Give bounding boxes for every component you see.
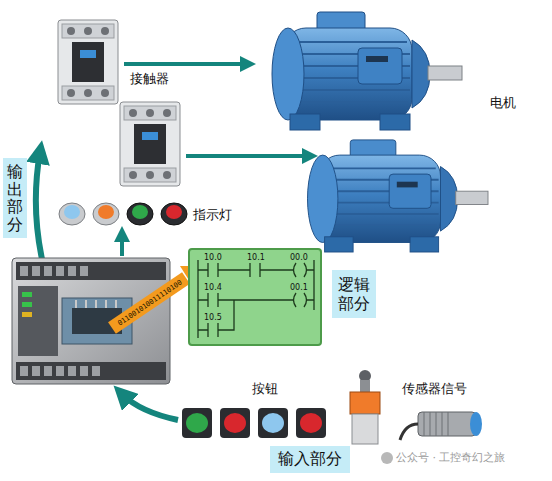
- contact-address: 10.5: [204, 313, 222, 323]
- ladder-diagram: [190, 250, 320, 344]
- section-label: 逻辑部分: [338, 275, 370, 313]
- section-label-box: 输出部分: [3, 158, 27, 238]
- contact-address: 10.4: [204, 283, 222, 293]
- contact-address: 00.0: [290, 253, 308, 263]
- part-name: 按钮: [252, 380, 278, 398]
- contact-address: 10.0: [204, 253, 222, 263]
- section-label: 输入部分: [278, 449, 342, 470]
- contact-address: 00.1: [290, 283, 308, 293]
- section-label: 输出部分: [7, 163, 23, 233]
- watermark: 公众号 · 工控奇幻之旅: [396, 450, 506, 465]
- contact-address: 10.1: [247, 253, 265, 263]
- section-label-box: 逻辑部分: [332, 270, 376, 318]
- ladder-panel: 10.0 10.1 00.0 10.4 00.1 10.5: [188, 248, 322, 346]
- part-name: 接触器: [130, 70, 169, 88]
- part-name: 电机: [490, 94, 516, 112]
- part-name: 传感器信号: [402, 380, 467, 398]
- section-label-box: 输入部分: [270, 446, 350, 473]
- part-name: 指示灯: [193, 206, 232, 224]
